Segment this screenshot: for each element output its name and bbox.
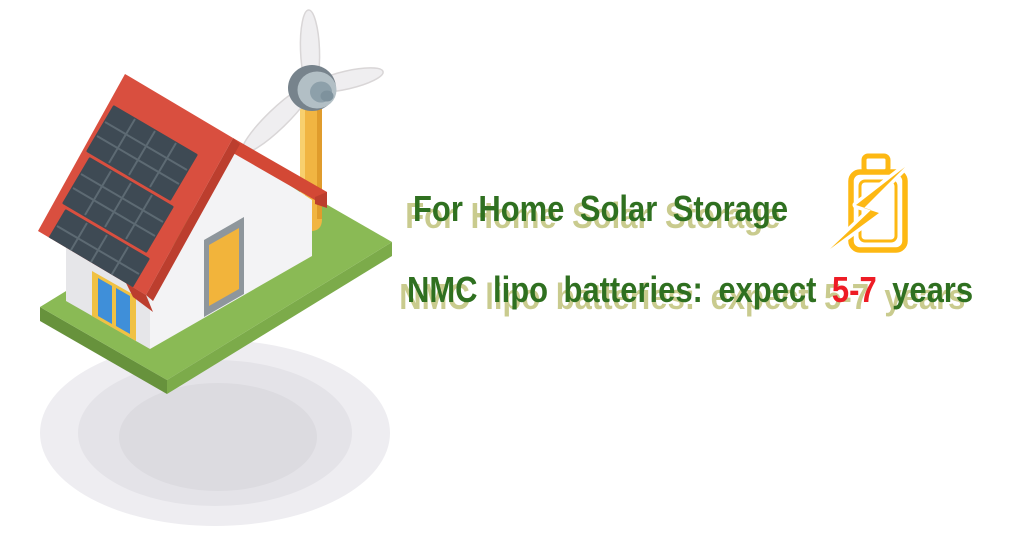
door [204,217,244,317]
solar-panel-1 [86,105,198,201]
caption-line1: For Home Solar Storage [413,188,789,229]
caption-line2-highlight: 5-7 [831,269,877,310]
caption-line2-prefix: NMC lipo batteries: expect [407,269,832,310]
turbine-hub [288,65,337,111]
wind-turbine-icon [241,9,384,231]
roof-far-slope-end [315,192,327,208]
window [92,271,136,341]
roof-fascia [146,138,240,301]
roof [38,74,327,312]
solar-panel-2 [62,157,174,253]
caption-line2-suffix: years [876,269,974,310]
roof-far-slope [233,138,327,207]
roof-eave-shadow [126,283,153,312]
ground-shadow [40,340,390,526]
caption-line2: NMC lipo batteries: expect 5-7 years [407,272,973,308]
battery-charging-icon [826,153,909,253]
house-walls [66,148,312,349]
